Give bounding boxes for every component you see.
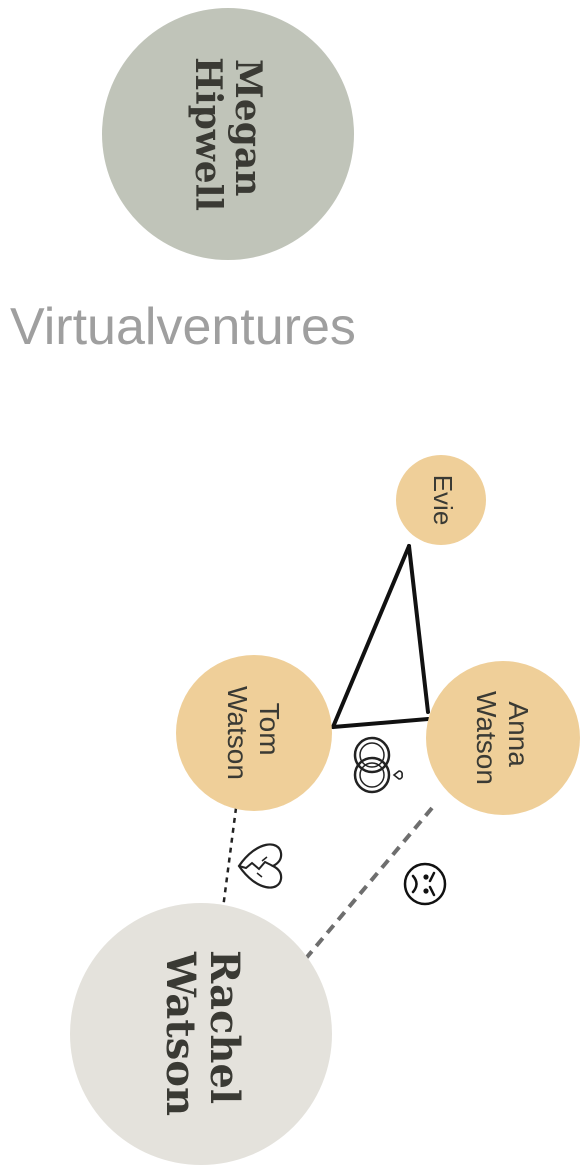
angry-face-icon bbox=[403, 862, 447, 906]
edge-evie-tom bbox=[331, 544, 411, 729]
node-anna-line2: Watson bbox=[471, 691, 502, 785]
edge-tom-rachel bbox=[220, 807, 238, 917]
node-anna-circle bbox=[426, 661, 580, 815]
node-tom-watson: Tom Watson bbox=[176, 655, 332, 811]
wedding-rings-icon bbox=[353, 736, 403, 794]
node-megan-line1: Megan bbox=[227, 59, 269, 196]
node-rachel-line1: Rachel bbox=[201, 950, 248, 1104]
node-anna-watson: Anna Watson bbox=[426, 661, 580, 815]
edges bbox=[220, 544, 434, 965]
node-evie-circle bbox=[396, 455, 486, 545]
watermark-text: Virtualventures bbox=[10, 298, 356, 356]
node-rachel-watson: Rachel Watson bbox=[70, 903, 332, 1165]
node-evie: Evie bbox=[396, 455, 486, 545]
node-megan-circle bbox=[102, 8, 354, 260]
node-rachel-circle bbox=[70, 903, 332, 1165]
svg-text:Anna Watson: Anna Watson bbox=[471, 691, 534, 785]
edge-evie-anna bbox=[407, 544, 430, 714]
node-anna-line1: Anna bbox=[503, 701, 534, 767]
node-tom-line2: Watson bbox=[222, 686, 253, 780]
svg-text:Megan Hipwell: Megan Hipwell bbox=[187, 57, 269, 211]
broken-heart-icon bbox=[237, 843, 283, 889]
edge-tom-anna bbox=[331, 717, 430, 729]
node-tom-circle bbox=[176, 655, 332, 811]
node-tom-line1: Tom bbox=[254, 703, 285, 756]
node-megan-hipwell: Megan Hipwell bbox=[102, 8, 354, 260]
svg-text:Tom Watson: Tom Watson bbox=[222, 686, 285, 780]
svg-text:Rachel Watson: Rachel Watson bbox=[157, 950, 248, 1118]
node-evie-label: Evie bbox=[428, 475, 458, 526]
node-rachel-line2: Watson bbox=[157, 951, 204, 1116]
node-megan-line2: Hipwell bbox=[187, 57, 229, 211]
